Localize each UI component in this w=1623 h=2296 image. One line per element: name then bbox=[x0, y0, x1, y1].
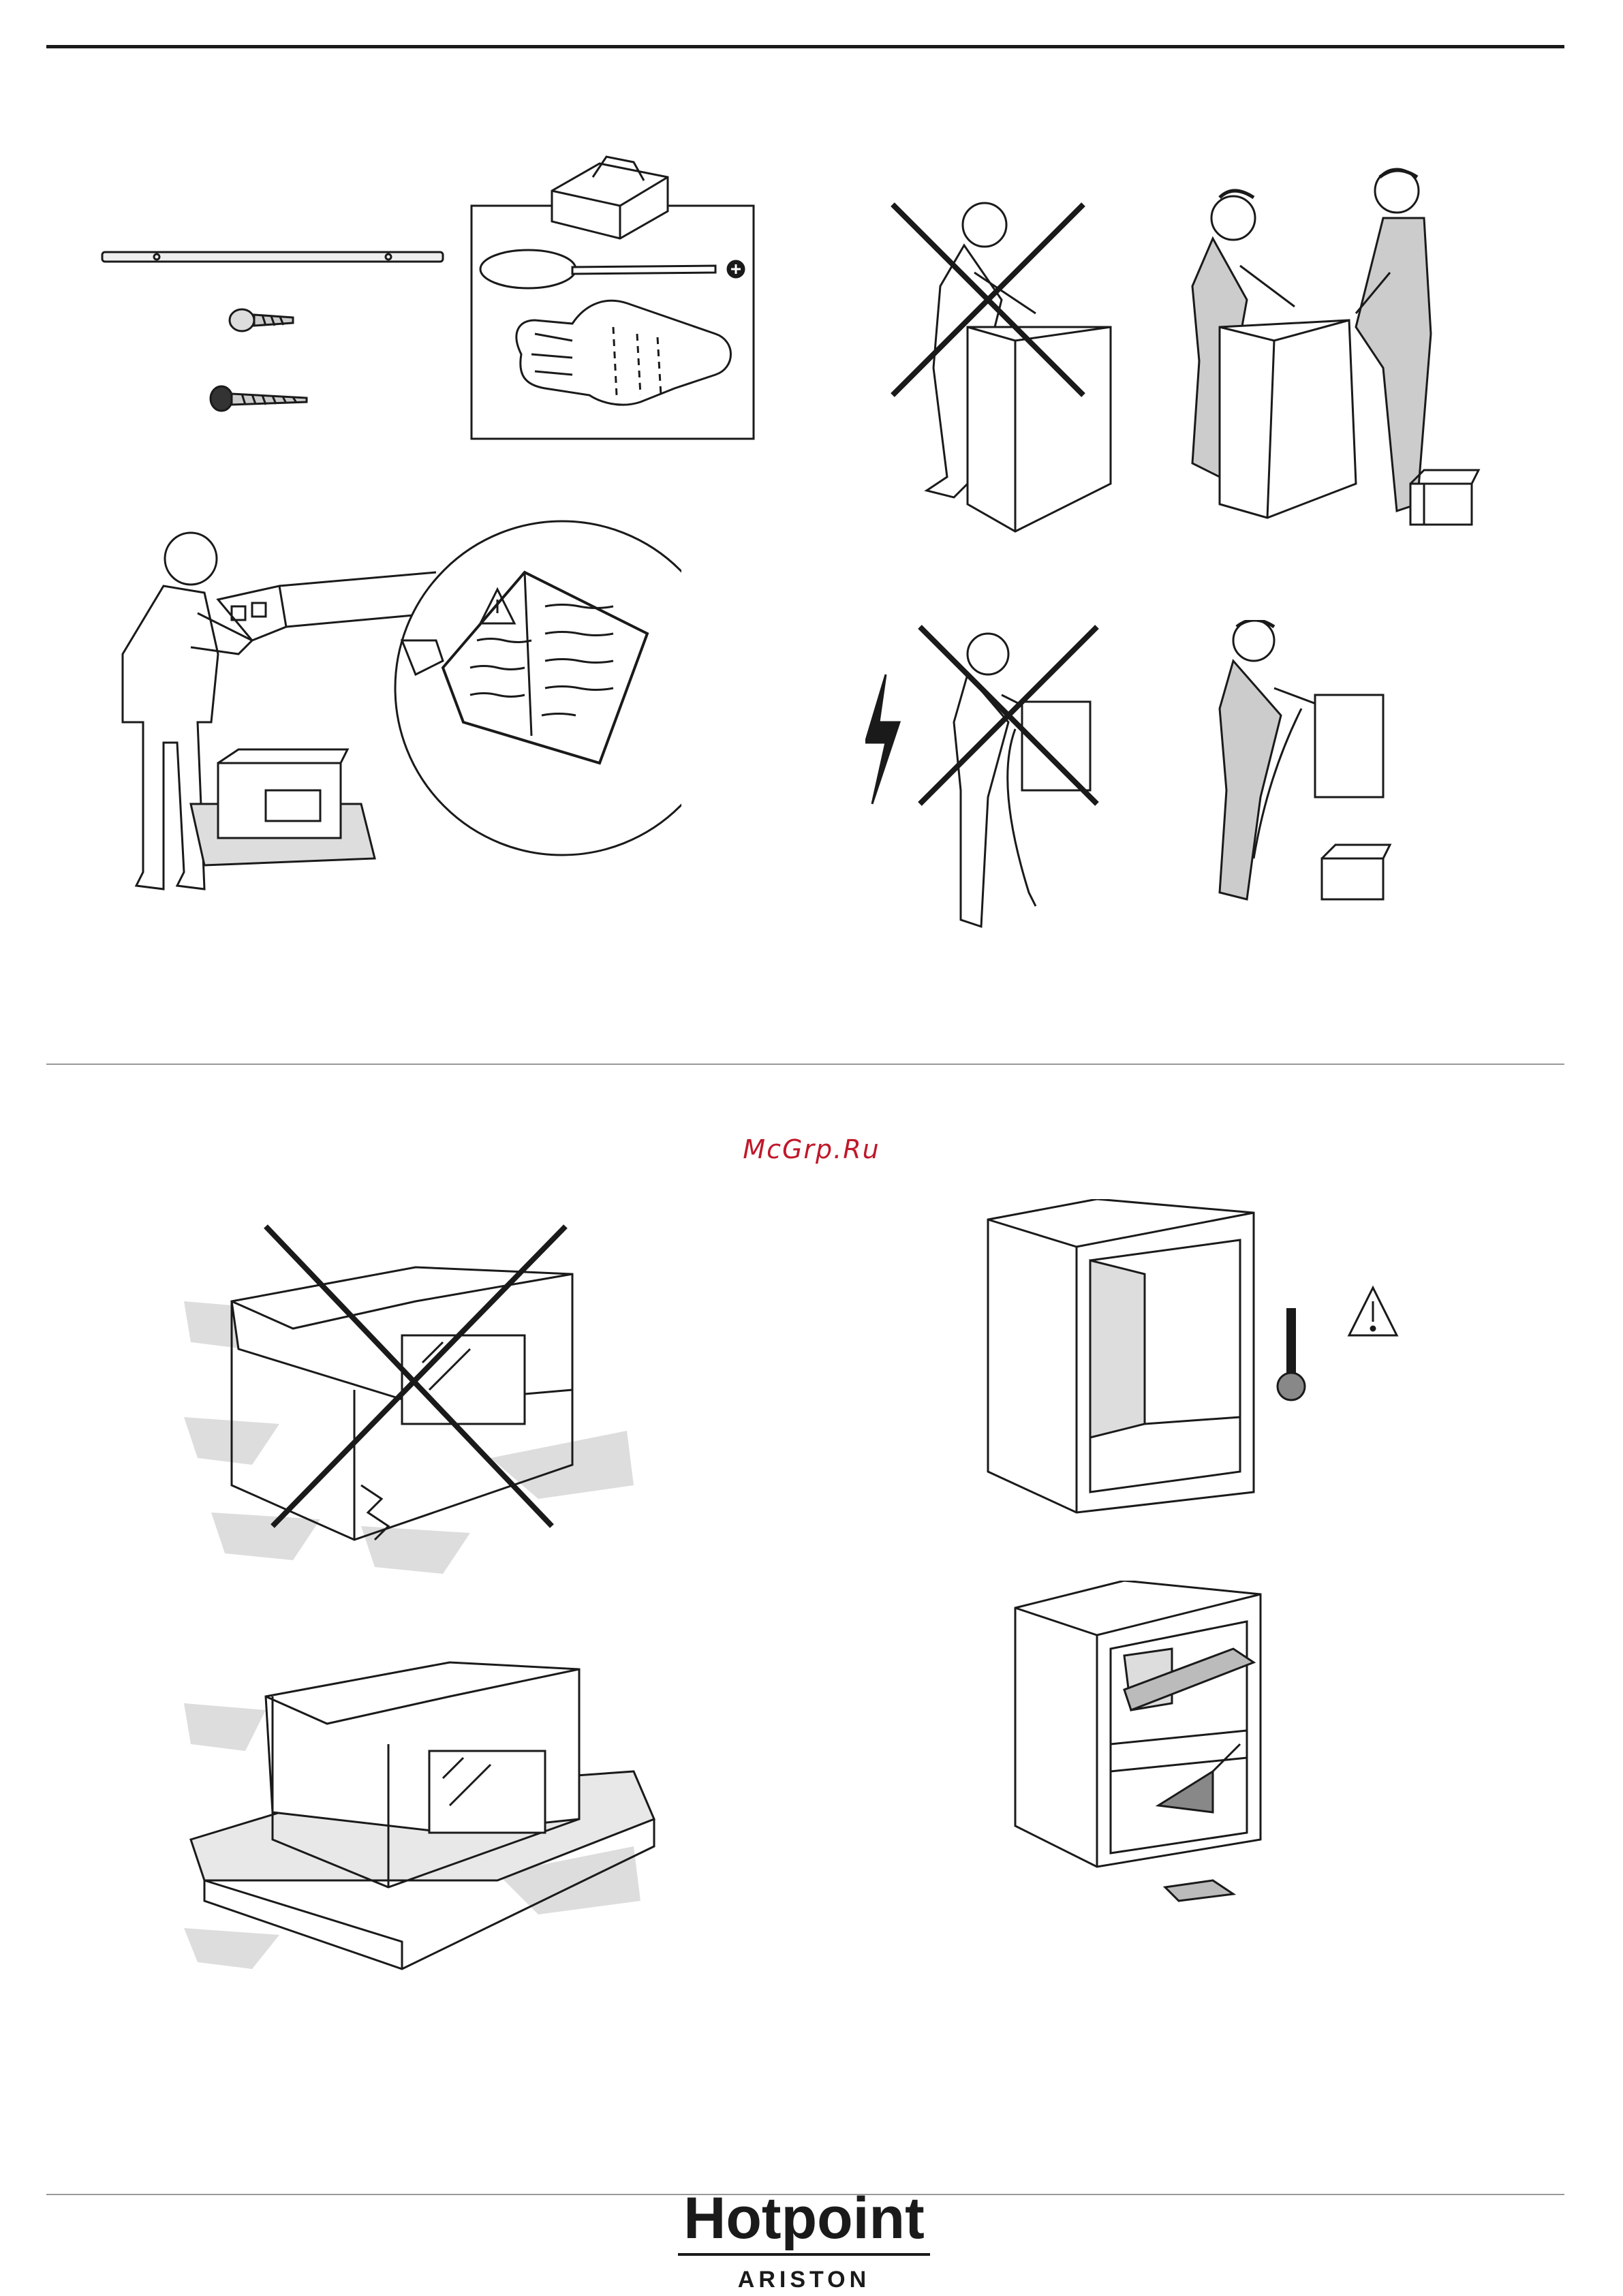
brand-sub: ARISTON bbox=[738, 2267, 870, 2293]
two-person-lift-icon bbox=[879, 164, 1492, 545]
cabinet-preparation-icon bbox=[1008, 1581, 1444, 1914]
top-rule bbox=[46, 45, 1564, 48]
watermark: McGrp.Ru bbox=[0, 1134, 1623, 1164]
middle-rule bbox=[46, 1064, 1564, 1065]
oven-on-foam-icon bbox=[184, 1615, 661, 1983]
cabinet-heat-icon bbox=[981, 1199, 1417, 1526]
electrical-hazard-icon bbox=[865, 620, 1513, 940]
brand-logo: Hotpoint ARISTON bbox=[668, 2190, 940, 2293]
tools-icon bbox=[470, 150, 756, 443]
read-manual-icon bbox=[116, 518, 681, 899]
brand-name: Hotpoint bbox=[683, 2190, 924, 2251]
accessories-icon bbox=[95, 232, 450, 436]
oven-damaged-icon bbox=[184, 1213, 654, 1581]
